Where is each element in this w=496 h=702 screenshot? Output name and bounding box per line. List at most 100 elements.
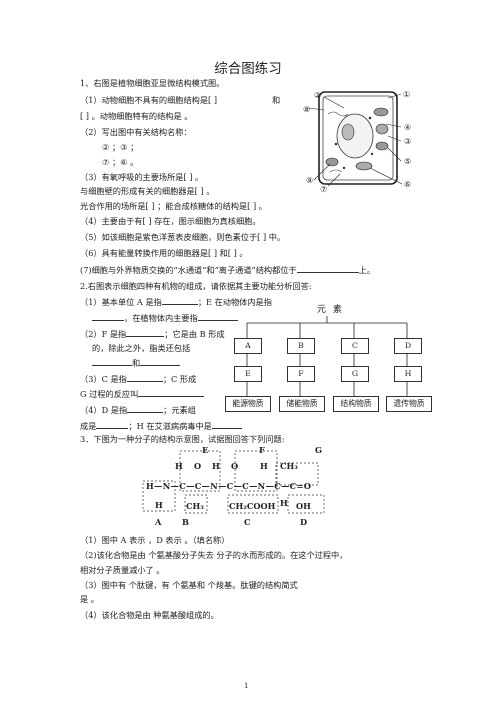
- label-E: E: [202, 445, 209, 455]
- answer-blank[interactable]: [211, 428, 242, 429]
- q3-intro: 3．下图为一种分子的结构示意图，试据图回答下列问题:: [80, 434, 285, 444]
- q2-line5-text: 和: [132, 358, 141, 368]
- q1-line5: ⑦ ；⑥ 。: [102, 157, 139, 167]
- q2-line9-middle: ；H 在艾滋病病毒中是: [128, 421, 212, 431]
- peptide-backbone: H—N—C—C—N—C—C—N—C—C=O: [146, 481, 312, 491]
- box-F: F: [287, 366, 315, 382]
- q3-part3: （3）图中有 个肽键，有 个氨基和 个羧基。肽键的结构简式: [80, 580, 298, 590]
- atom-H1: H: [175, 461, 183, 471]
- box-G: G: [341, 366, 369, 382]
- q2-line3-text: （2）F 是指: [80, 329, 127, 339]
- q1-line1-and: 和: [272, 95, 281, 105]
- answer-blank[interactable]: [92, 365, 132, 366]
- q1-line9: （4）主要由于有[ ] 存在，图示细胞为真核细胞。: [80, 216, 261, 226]
- label-A: A: [155, 517, 162, 527]
- answer-blank[interactable]: [96, 428, 129, 429]
- cell-label-9: ⑨: [306, 175, 314, 185]
- q2-line8-text: （4）D 是指: [80, 405, 128, 415]
- box-storage: 储能物质: [279, 396, 325, 412]
- box-structure: 结构物质: [333, 396, 379, 412]
- answer-blank[interactable]: [138, 396, 205, 397]
- label-D: D: [300, 517, 308, 527]
- answer-blank[interactable]: [140, 365, 181, 366]
- box-D: D: [394, 338, 422, 354]
- q2-line2: ，在植物体内主要指: [92, 313, 238, 324]
- cell-label-6: ⑥: [404, 179, 412, 189]
- label-G: G: [315, 445, 322, 455]
- q2-line6-text: （3）C 是指: [80, 374, 127, 384]
- atom-O2: O: [231, 461, 239, 471]
- q1-line6: （3）有氧呼吸的主要场所是[ ] 。: [80, 172, 204, 182]
- group-OH: OH: [296, 501, 311, 511]
- q3-part2: （2)该化合物是由 个氨基酸分子失去 分子的水而形成的。在这个过程中，: [80, 550, 348, 560]
- q1-intro: 1、右图是植物细胞亚显微结构模式图。: [80, 78, 225, 88]
- q1-line1: （1）动物细胞不具有的细胞结构是[ ]: [80, 95, 218, 105]
- q2-line6: （3）C 是指 ；C 形成: [80, 374, 196, 385]
- atom-H3: H: [260, 461, 268, 471]
- label-C: C: [244, 517, 251, 527]
- answer-blank[interactable]: [197, 320, 238, 321]
- atom-H2: H: [212, 461, 220, 471]
- q2-line4: 的，除此之外，脂类还包括: [92, 343, 191, 353]
- cell-label-3: ③: [404, 136, 412, 146]
- box-H: H: [394, 366, 422, 382]
- organic-compound-diagram: [246, 316, 408, 396]
- q2-line6-end: ；C 形成: [162, 374, 197, 384]
- label-B: B: [182, 517, 189, 527]
- q1-line7: 与细胞壁的形成有关的细胞器是[ ] 。: [80, 186, 215, 196]
- answer-blank[interactable]: [127, 412, 164, 413]
- answer-blank[interactable]: [296, 272, 359, 273]
- answer-blank[interactable]: [126, 336, 165, 337]
- label-F: F: [259, 445, 265, 455]
- q2-intro: 2.右图表示细胞四种有机物的组成，请依据其主要功能分析回答:: [80, 281, 312, 291]
- box-A: A: [234, 338, 262, 354]
- box-energy: 能源物质: [225, 396, 271, 412]
- q2-line5: 和: [92, 358, 181, 369]
- box-B: B: [287, 338, 315, 354]
- cell-label-4: ④: [404, 122, 412, 132]
- q2-line9: 成是 ；H 在艾滋病病毒中是: [80, 421, 242, 432]
- box-E: E: [234, 366, 262, 382]
- q1-line4: ② ；③ ；: [102, 142, 139, 152]
- cell-label-7: ⑦: [320, 184, 328, 194]
- cell-label-1: ①: [403, 89, 411, 99]
- q2-line1-end: ；E 在动物体内是指: [197, 297, 272, 307]
- q1-line3: （2）写出图中有关结构名称：: [80, 127, 192, 137]
- q1-line12-text: (7)细胞与外界物质交换的“水通道”和“离子通道”结构都位于: [80, 265, 297, 275]
- q3-part3-cont: 是 。: [80, 594, 99, 604]
- q2-line1: （1）基本单位 A 是指 ；E 在动物体内是指: [80, 297, 272, 308]
- q3-part4: （4）该化合物是由 种氨基酸组成的。: [80, 610, 219, 620]
- page-title: 综合图练习: [214, 61, 282, 77]
- q2-line3: （2）F 是指 ；它是由 B 形成: [80, 329, 225, 340]
- answer-blank[interactable]: [126, 381, 163, 382]
- box-C: C: [341, 338, 369, 354]
- q2-line1-text: （1）基本单位 A 是指: [80, 297, 162, 307]
- atom-H4: H: [280, 498, 288, 508]
- q3-part2-cont: 相对分子质量减小了 。: [80, 565, 165, 575]
- peptide-diagram-frames: [142, 450, 325, 514]
- group-CH3-bottom: CH₃: [186, 501, 204, 511]
- page-number: 1: [244, 682, 249, 690]
- box-genetic: 遗传物质: [386, 396, 432, 412]
- q2-line8: （4）D 是指 ；元素组: [80, 405, 196, 416]
- q1-line10: （5）如该细胞是紫色洋葱表皮细胞，则色素位于[ ] 中。: [80, 232, 286, 242]
- answer-blank[interactable]: [92, 320, 124, 321]
- q2-line8-end: ；元素组: [163, 405, 196, 415]
- atom-O1: O: [194, 461, 202, 471]
- group-CH3-top: CH₃: [280, 461, 298, 471]
- q1-line11: （6）具有能量转换作用的细胞器是[ ] 和[ ] 。: [80, 248, 248, 258]
- atom-H-bottom: H: [155, 500, 163, 510]
- elements-label: 元 素: [317, 305, 344, 315]
- q1-line12-end: 上。: [358, 265, 376, 275]
- plant-cell-diagram: [307, 91, 403, 187]
- q2-line2-text: ，在植物体内主要指: [124, 313, 198, 323]
- answer-blank[interactable]: [161, 304, 198, 305]
- q2-line9-text: 成是: [80, 421, 97, 431]
- q2-line7: G 过程的反应叫: [80, 389, 205, 400]
- cell-label-2: ②: [314, 90, 322, 100]
- q2-line7-text: G 过程的反应叫: [80, 389, 139, 399]
- q2-line3-end: ；它是由 B 形成: [164, 329, 225, 339]
- cell-label-5: ⑤: [404, 156, 412, 166]
- q1-line12: (7)细胞与外界物质交换的“水通道”和“离子通道”结构都位于 上。: [80, 265, 375, 276]
- q1-line8: 光合作用的场所是[ ] ；能合成核糖体的结构是[ ] 。: [80, 201, 267, 211]
